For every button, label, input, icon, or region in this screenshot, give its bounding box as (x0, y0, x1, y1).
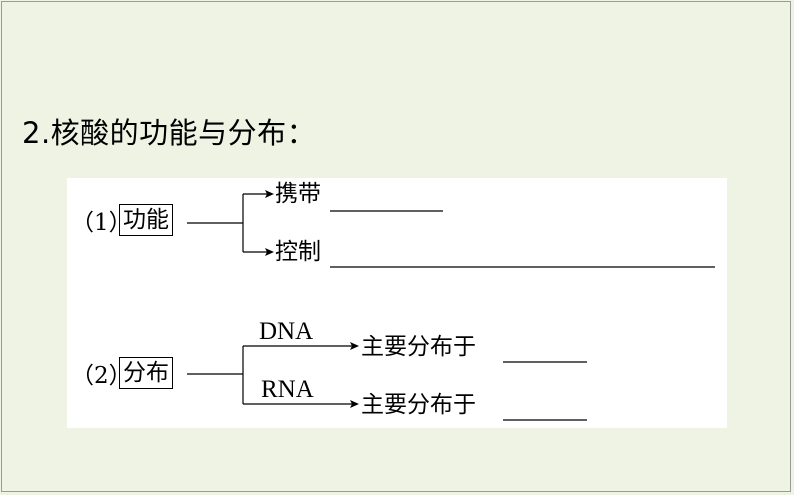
arrowhead-dna (350, 342, 359, 350)
rna-distribution-text: 主要分布于 (361, 392, 476, 418)
carry-text: 携带 (275, 181, 321, 207)
section-heading: 2.核酸的功能与分布： (22, 116, 317, 150)
rna-label: RNA (261, 376, 314, 403)
item-number-1: （1） (71, 210, 132, 236)
arrowhead-rna (350, 400, 359, 408)
control-text: 控制 (275, 239, 321, 265)
item-number-2: （2） (71, 363, 132, 389)
dna-label: DNA (259, 318, 314, 345)
diagram-panel: （1） 功能 携带 控制 （2） 分布 DNA 主要分布于 RNA 主要分布于 (67, 178, 727, 428)
function-label-box: 功能 (119, 204, 173, 236)
dna-distribution-text: 主要分布于 (361, 334, 476, 360)
arrowhead-carry (265, 190, 274, 198)
arrowhead-control (265, 248, 274, 256)
distribution-label-box: 分布 (119, 357, 173, 389)
diagram-lines (187, 190, 715, 421)
